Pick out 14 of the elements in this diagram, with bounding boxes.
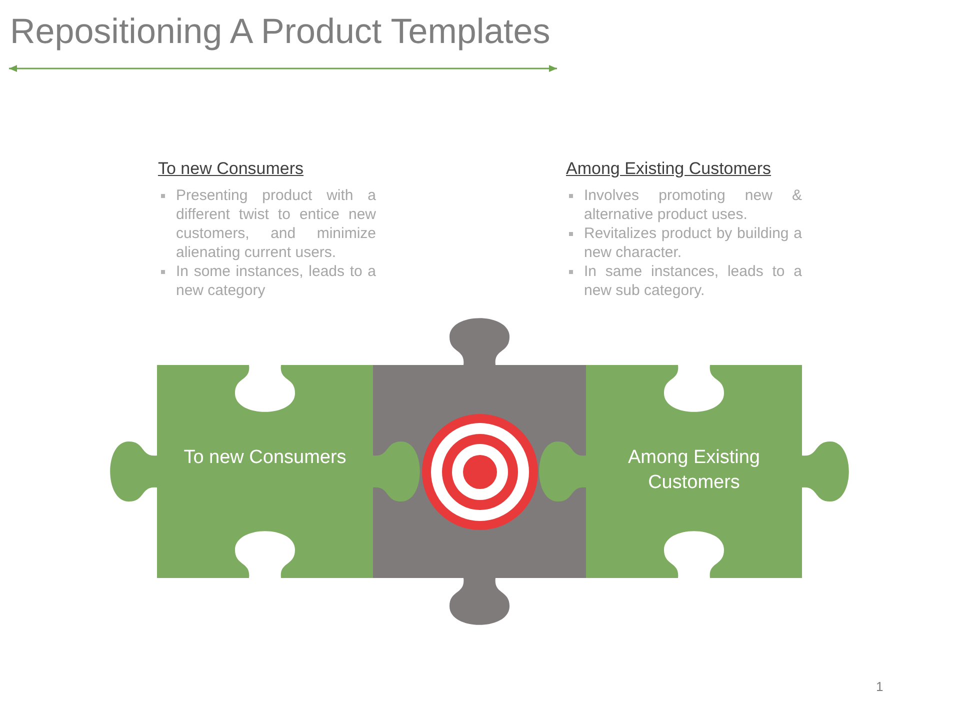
bullet-text: In same instances, leads to a new sub category. — [584, 262, 802, 300]
puzzle-piece — [373, 318, 586, 625]
bullet-text: Presenting product with a different twist to entice new customers, and minimize alienating current users. — [176, 186, 376, 262]
page-number: 1 — [876, 679, 884, 694]
section-heading: Among Existing Customers — [566, 159, 772, 179]
slide-title: Repositioning A Product Templates — [10, 14, 550, 49]
bullet-text: Revitalizes product by building a new character. — [584, 224, 802, 262]
puzzle-piece — [539, 365, 849, 578]
piece-label: Among Existing Customers — [626, 446, 761, 495]
bullet-text: Involves promoting new & alternative product uses. — [584, 186, 802, 224]
puzzle-piece — [110, 365, 420, 578]
section-heading: To new Consumers — [158, 159, 304, 179]
bullet-text: In some instances, leads to a new category — [176, 262, 376, 300]
piece-label: To new Consumers — [182, 446, 348, 470]
